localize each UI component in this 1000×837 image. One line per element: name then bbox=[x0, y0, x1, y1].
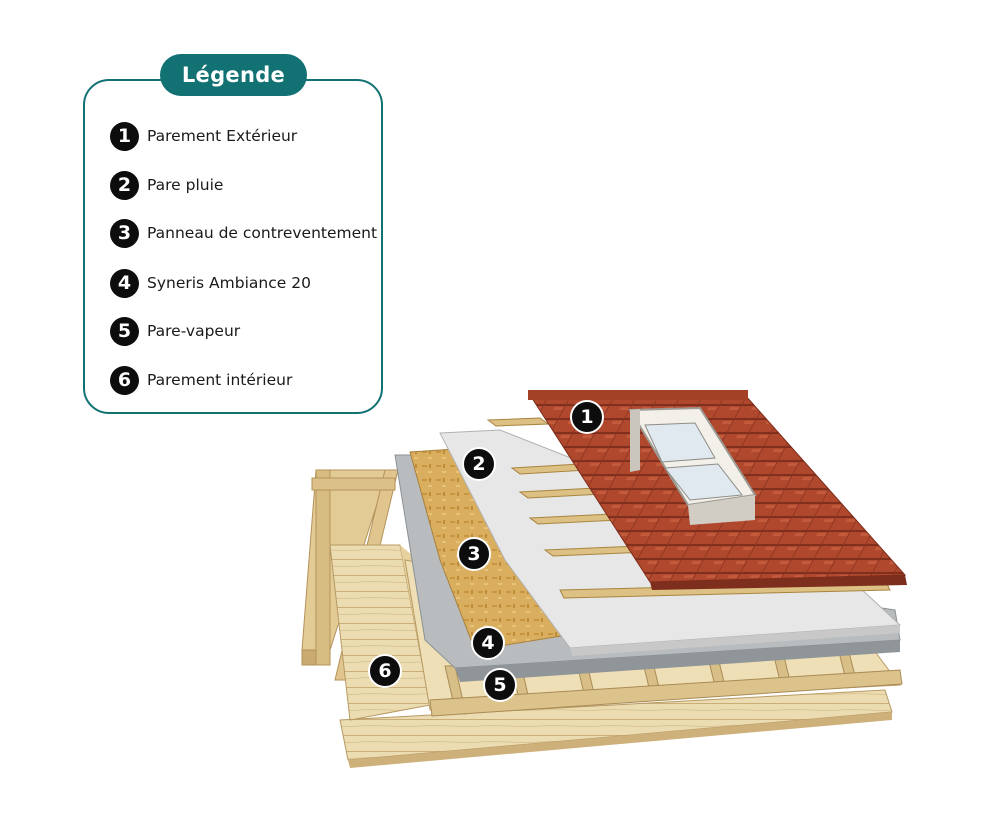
legend-title: Légende bbox=[160, 54, 307, 96]
callout-badge-6: 6 bbox=[368, 654, 402, 688]
callout-badge-5: 5 bbox=[483, 668, 517, 702]
legend-number-badge: 4 bbox=[110, 268, 139, 298]
legend-label: Pare-vapeur bbox=[147, 322, 241, 340]
callout-badge-1: 1 bbox=[570, 400, 604, 434]
legend-item: 4 Syneris Ambiance 20 bbox=[110, 268, 311, 298]
legend-number-badge: 1 bbox=[110, 121, 139, 151]
legend-item: 1 Parement Extérieur bbox=[110, 121, 297, 151]
legend-number-badge: 2 bbox=[110, 170, 139, 200]
base-floor-boards bbox=[339, 689, 893, 768]
legend-item: 5 Pare-vapeur bbox=[110, 316, 240, 346]
legend-label: Syneris Ambiance 20 bbox=[147, 274, 311, 292]
callout-badge-4: 4 bbox=[471, 626, 505, 660]
callout-badge-3: 3 bbox=[457, 537, 491, 571]
legend-item: 2 Pare pluie bbox=[110, 170, 223, 200]
roof-window bbox=[628, 406, 757, 525]
legend-number-badge: 5 bbox=[110, 316, 139, 346]
legend-number-badge: 3 bbox=[110, 218, 139, 248]
legend-label: Panneau de contreventement bbox=[147, 224, 378, 242]
legend-item: 3 Panneau de contreventement bbox=[110, 218, 377, 248]
legend-label: Pare pluie bbox=[147, 176, 224, 194]
legend-item: 6 Parement intérieur bbox=[110, 365, 292, 395]
legend-label: Parement Extérieur bbox=[147, 127, 298, 145]
legend-label: Parement intérieur bbox=[147, 371, 293, 389]
legend-number-badge: 6 bbox=[110, 365, 139, 395]
callout-badge-2: 2 bbox=[462, 447, 496, 481]
